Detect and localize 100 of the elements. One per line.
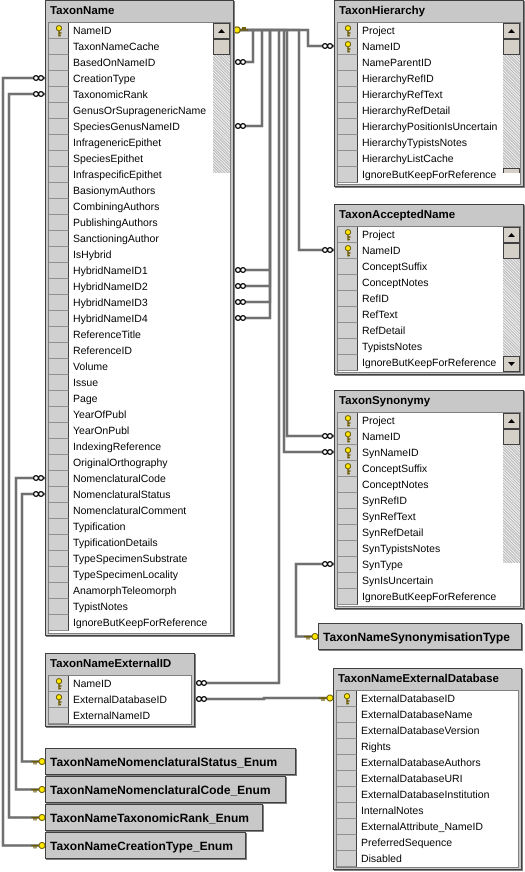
column-name: NomenclaturalCode <box>73 472 166 487</box>
column-name: NomenclaturalComment <box>73 504 186 519</box>
column-name: HybridNameID4 <box>73 312 148 327</box>
column-name: ConceptSuffix <box>362 462 428 477</box>
column-name: TypistsNotes <box>362 340 422 355</box>
column-name: InfragenericEpithet <box>73 136 162 151</box>
column-name: NameID <box>362 430 401 445</box>
table-title: TaxonNameExternalDatabase <box>338 673 499 685</box>
column-name: ConceptNotes <box>362 478 429 493</box>
column-name: Rights <box>361 740 391 755</box>
column-name: HierarchyRefText <box>362 88 443 103</box>
column-name: IgnoreButKeepForReference <box>362 590 496 605</box>
column-name: RefText <box>362 308 398 323</box>
column-name: InternalNotes <box>361 804 424 819</box>
table-box <box>45 776 286 803</box>
table-title: TaxonNameCreationType_Enum <box>50 839 233 853</box>
column-name: ExternalDatabaseVersion <box>361 724 480 739</box>
column-name: HybridNameID3 <box>73 296 148 311</box>
column-name: Issue <box>73 376 98 391</box>
column-name: IgnoreButKeepForReference <box>362 356 496 371</box>
column-name: ReferenceTitle <box>73 328 141 343</box>
column-name: Disabled <box>361 852 402 867</box>
relationship-line <box>8 91 46 822</box>
column-name: SynNameID <box>362 446 419 461</box>
column-name: InfraspecificEpithet <box>73 168 162 183</box>
column-name: Volume <box>73 360 108 375</box>
table-title: TaxonNameNomenclaturalCode_Enum <box>50 783 270 797</box>
column-name: Project <box>362 24 395 39</box>
column-name: PublishingAuthors <box>73 216 158 231</box>
column-name: NameID <box>362 244 401 259</box>
column-name: AnamorphTeleomorph <box>73 584 176 599</box>
relationship-line <box>2 75 46 850</box>
table-box <box>45 748 296 775</box>
column-name: ExternalDatabaseID <box>361 692 455 707</box>
table-title: TaxonNameSynonymisationType <box>323 630 510 644</box>
table-title: TaxonNameNomenclaturalStatus_Enum <box>50 755 278 769</box>
column-name: CreationType <box>73 72 136 87</box>
column-name: Project <box>362 228 395 243</box>
column-name: ExternalDatabaseURI <box>361 772 463 787</box>
column-name: Page <box>73 392 98 407</box>
table-box <box>45 0 234 636</box>
column-name: GenusOrSupragenericName <box>73 104 206 119</box>
column-name: SynRefID <box>362 494 407 509</box>
column-name: HierarchyRefID <box>362 72 434 87</box>
column-name: SynRefDetail <box>362 526 424 541</box>
table-box <box>45 653 195 727</box>
column-name: SynTypistsNotes <box>362 542 440 557</box>
relationship-line <box>195 26 280 686</box>
table-box <box>334 390 524 609</box>
column-name: NameID <box>73 677 112 692</box>
column-name: NomenclaturalStatus <box>73 488 170 503</box>
column-name: IgnoreButKeepForReference <box>73 616 208 631</box>
table-box <box>45 804 263 831</box>
column-name: IsHybrid <box>73 248 112 263</box>
column-name: ExternalNameID <box>73 709 150 724</box>
table-box <box>334 0 524 187</box>
column-name: SynIsUncertain <box>362 574 434 589</box>
column-name: HierarchyListCache <box>362 152 454 167</box>
column-name: HierarchyPositionIsUncertain <box>362 120 498 135</box>
column-name: YearOfPubl <box>73 408 126 423</box>
column-name: NameID <box>73 24 112 39</box>
relationship-line <box>20 491 46 766</box>
column-name: HybridNameID1 <box>73 264 148 279</box>
column-name: SanctioningAuthor <box>73 232 159 247</box>
column-name: BasedOnNameID <box>73 56 156 71</box>
table-box <box>318 623 522 650</box>
column-name: SynType <box>362 558 403 573</box>
column-name: HierarchyTypistsNotes <box>362 136 468 151</box>
column-name: Project <box>362 414 395 429</box>
column-name: BasionymAuthors <box>73 184 156 199</box>
column-name: CombiningAuthors <box>73 200 160 215</box>
column-name: TypistNotes <box>73 600 128 615</box>
table-title: TaxonNameTaxonomicRank_Enum <box>50 811 249 825</box>
column-name: ExternalDatabaseAuthors <box>361 756 481 771</box>
table-title: TaxonAcceptedName <box>339 209 456 221</box>
column-name: NameID <box>362 40 401 55</box>
column-name: Typification <box>73 520 126 535</box>
column-name: HierarchyRefDetail <box>362 104 450 119</box>
column-name: NameParentID <box>362 56 432 71</box>
column-name: IndexingReference <box>73 440 162 455</box>
column-name: TypeSpecimenSubstrate <box>73 552 188 567</box>
table-title: TaxonHierarchy <box>339 5 426 17</box>
column-name: TaxonNameCache <box>73 40 160 55</box>
column-name: RefDetail <box>362 324 406 339</box>
table-box <box>333 668 522 870</box>
table-title: TaxonNameExternalID <box>50 658 172 670</box>
table-title: TaxonName <box>50 5 114 17</box>
column-name: SpeciesGenusNameID <box>73 120 180 135</box>
column-name: ExternalDatabaseID <box>73 693 167 708</box>
column-name: TypeSpecimenLocality <box>73 568 178 583</box>
column-name: RefID <box>362 292 389 307</box>
column-name: YearOnPubl <box>73 424 130 439</box>
column-name: OriginalOrthography <box>73 456 168 471</box>
column-name: PreferredSequence <box>361 836 452 851</box>
relationship-line <box>195 694 334 702</box>
column-name: ExternalAttribute_NameID <box>361 820 483 835</box>
column-name: IgnoreButKeepForReference <box>362 168 496 183</box>
table-title: TaxonSynonymy <box>339 395 430 407</box>
column-name: TypificationDetails <box>73 536 158 551</box>
relationship-line <box>294 561 334 640</box>
